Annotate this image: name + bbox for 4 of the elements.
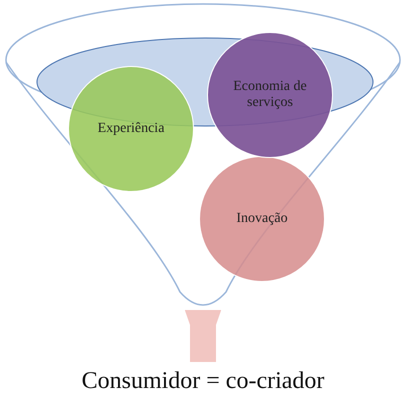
circle-label: Economia de serviços bbox=[232, 78, 308, 112]
circle-label: Experiência bbox=[98, 120, 164, 138]
circle-label: Inovação bbox=[236, 210, 288, 228]
result-text: Consumidor = co-criador bbox=[82, 368, 324, 395]
